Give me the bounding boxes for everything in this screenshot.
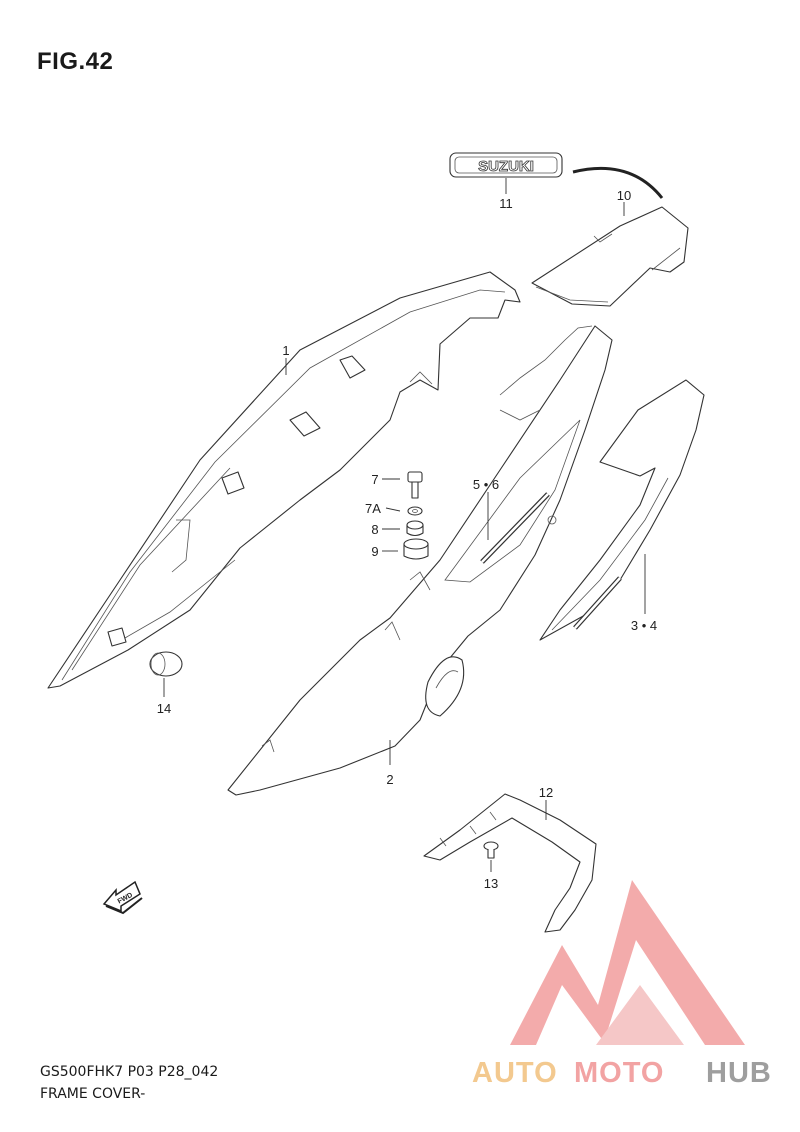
part-2-side-cover — [227, 325, 613, 796]
callout-3-4: 3 • 4 — [631, 618, 657, 633]
figure-title: FIG.42 — [37, 48, 114, 75]
part-13-clip — [483, 841, 499, 859]
watermark-triangle-icon — [510, 880, 745, 1045]
part-7a-washer — [407, 506, 423, 516]
watermark-hub: HUB — [706, 1057, 772, 1089]
drawing-code: GS500FHK7 P03 P28_042 — [40, 1064, 219, 1080]
callout-9: 9 — [371, 544, 378, 559]
drawing-name: FRAME COVER- — [40, 1086, 146, 1102]
callout-10: 10 — [617, 188, 631, 203]
callout-11: 11 — [499, 196, 513, 211]
part-3-4-inner-cover — [539, 379, 705, 641]
part-1-frame-cover — [47, 271, 521, 689]
part-8-collar — [406, 520, 424, 537]
watermark-auto: AUTO — [472, 1057, 558, 1089]
callout-7a: 7A — [365, 501, 381, 516]
callout-8: 8 — [371, 522, 378, 537]
callout-7: 7 — [371, 472, 378, 487]
callout-12: 12 — [539, 785, 553, 800]
part-14-grommet — [149, 651, 183, 677]
part-12-bracket — [423, 793, 597, 933]
watermark-moto: MOTO — [574, 1057, 664, 1089]
part-10-rear-cover — [531, 166, 689, 307]
part-11-emblem: SUZUKI — [449, 152, 563, 178]
callout-14: 14 — [157, 701, 171, 716]
part-7-bolt — [407, 471, 423, 499]
callout-1: 1 — [282, 343, 289, 358]
callout-5-6: 5 • 6 — [473, 477, 499, 492]
fwd-arrow-icon: FWD — [102, 880, 143, 915]
emblem-text: SUZUKI — [478, 158, 534, 175]
watermark-inner-triangle-icon — [596, 985, 684, 1045]
watermark-logo — [510, 880, 745, 1045]
callout-13: 13 — [484, 876, 498, 891]
part-9-cushion — [403, 538, 429, 560]
callout-2: 2 — [386, 772, 393, 787]
